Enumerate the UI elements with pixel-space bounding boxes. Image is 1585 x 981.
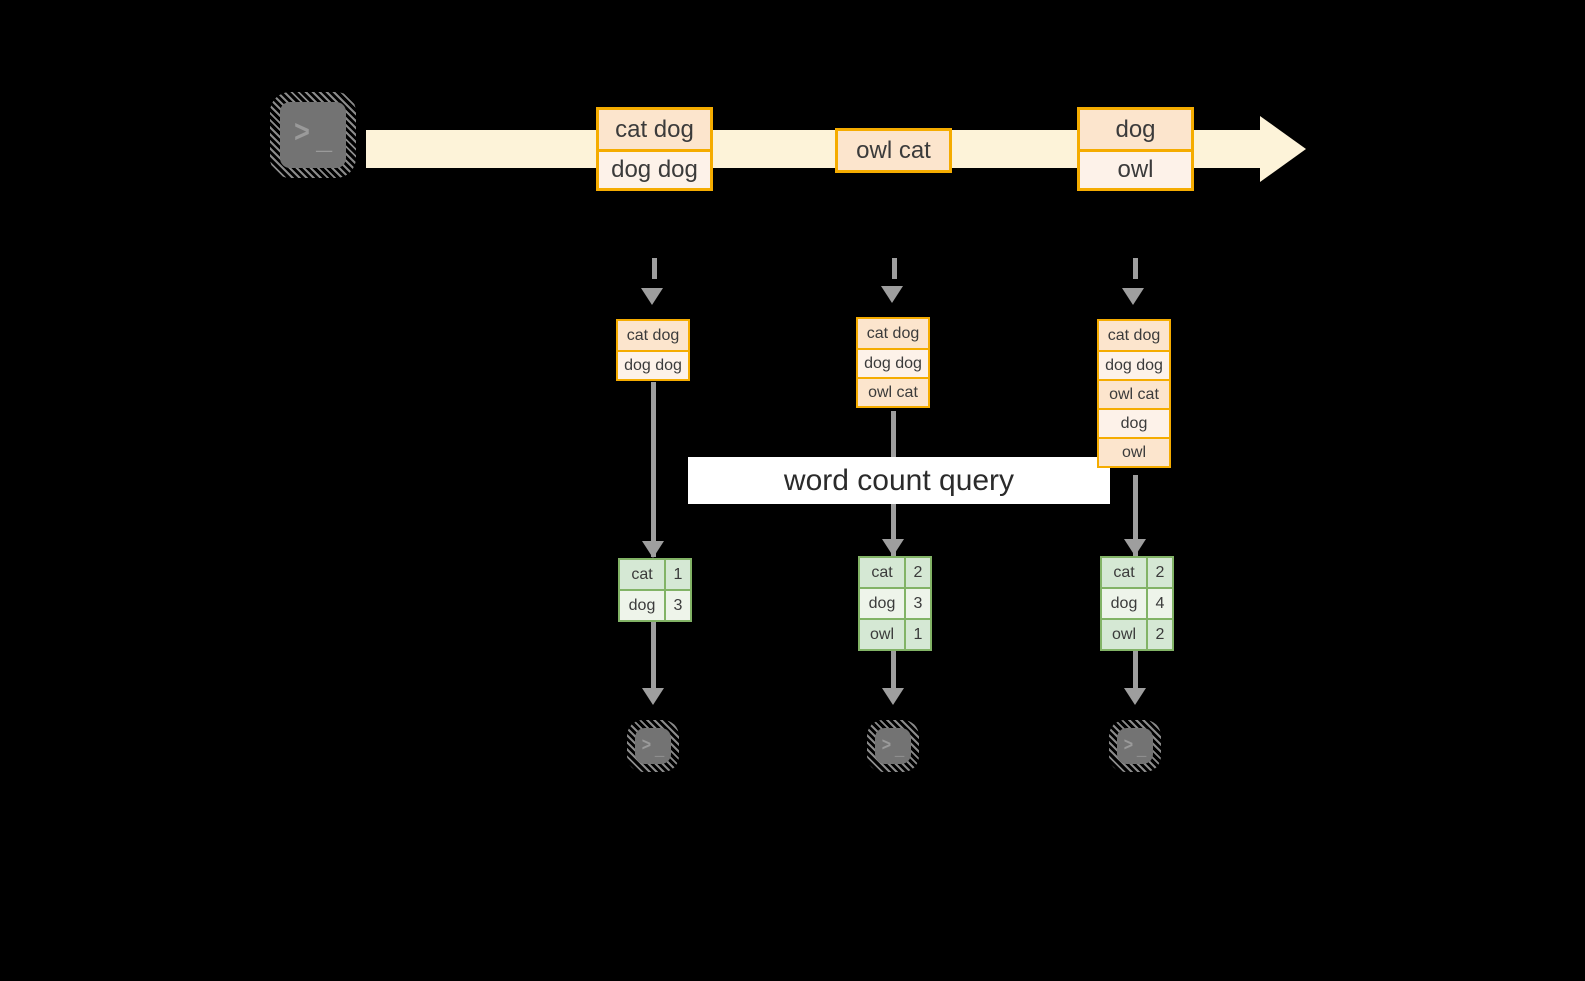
col2-sink-terminal-icon[interactable]: > _ (867, 720, 919, 772)
table-row: cat 2 (1102, 558, 1172, 587)
stream-arrow-head (1260, 116, 1306, 182)
table-row: dog 3 (620, 589, 690, 620)
result-count: 2 (1146, 620, 1172, 649)
col1-sink-arrowhead (642, 688, 664, 705)
accumulated-line: owl (1099, 437, 1169, 466)
table-row: owl 1 (860, 618, 930, 649)
terminal-prompt-glyphs: > _ (635, 728, 671, 764)
result-word: cat (620, 560, 664, 589)
result-count: 1 (904, 620, 930, 649)
terminal-prompt-glyphs: > _ (1117, 728, 1153, 764)
col2-accumulated-table[interactable]: cat dog dog dog owl cat (856, 317, 930, 408)
col1-query-arrowhead (642, 541, 664, 558)
col3-result-table[interactable]: cat 2 dog 4 owl 2 (1100, 556, 1174, 651)
timeline-event-3[interactable]: dog owl (1077, 107, 1194, 191)
terminal-face (280, 102, 346, 168)
accumulated-line: dog dog (618, 350, 688, 379)
col1-query-connector (651, 382, 656, 557)
accumulated-line: cat dog (1099, 321, 1169, 350)
col3-query-arrowhead (1124, 539, 1146, 556)
col1-result-table[interactable]: cat 1 dog 3 (618, 558, 692, 622)
result-word: owl (860, 620, 904, 649)
accumulated-line: dog (1099, 408, 1169, 437)
result-word: cat (1102, 558, 1146, 587)
table-row: dog 3 (860, 587, 930, 618)
col2-query-arrowhead (882, 539, 904, 556)
terminal-face (875, 728, 911, 764)
prompt-chevron-icon: > (881, 735, 892, 757)
result-word: cat (860, 558, 904, 587)
terminal-prompt-glyphs: > _ (280, 102, 346, 168)
accumulated-line: dog dog (1099, 350, 1169, 379)
table-row: cat 1 (620, 560, 690, 589)
col3-query-connector (1133, 475, 1138, 557)
prompt-chevron-icon: > (1123, 735, 1134, 757)
result-count: 2 (1146, 558, 1172, 587)
query-label: word count query (783, 463, 1015, 497)
col2-dashed-connector (892, 258, 897, 292)
col2-dashed-arrowhead (881, 286, 903, 303)
prompt-cursor-icon: _ (315, 128, 333, 159)
message-line: owl cat (838, 131, 949, 170)
prompt-cursor-icon: _ (894, 742, 905, 761)
prompt-chevron-icon: > (641, 735, 652, 757)
terminal-face (1117, 728, 1153, 764)
prompt-cursor-icon: _ (1136, 742, 1147, 761)
result-word: dog (860, 589, 904, 618)
col3-sink-terminal-icon[interactable]: > _ (1109, 720, 1161, 772)
accumulated-line: cat dog (618, 321, 688, 350)
result-word: dog (1102, 589, 1146, 618)
col1-accumulated-table[interactable]: cat dog dog dog (616, 319, 690, 381)
result-count: 3 (904, 589, 930, 618)
message-line: dog dog (599, 149, 710, 188)
col3-dashed-arrowhead (1122, 288, 1144, 305)
message-line: dog (1080, 110, 1191, 149)
col2-result-table[interactable]: cat 2 dog 3 owl 1 (858, 556, 932, 651)
result-count: 1 (664, 560, 690, 589)
result-count: 2 (904, 558, 930, 587)
prompt-cursor-icon: _ (654, 742, 665, 761)
col3-accumulated-table[interactable]: cat dog dog dog owl cat dog owl (1097, 319, 1171, 468)
message-line: owl (1080, 149, 1191, 188)
source-terminal-icon[interactable]: > _ (270, 92, 356, 178)
result-count: 4 (1146, 589, 1172, 618)
result-count: 3 (664, 591, 690, 620)
table-row: owl 2 (1102, 618, 1172, 649)
query-label-banner (688, 457, 1110, 504)
col1-sink-terminal-icon[interactable]: > _ (627, 720, 679, 772)
accumulated-line: owl cat (858, 377, 928, 406)
terminal-prompt-glyphs: > _ (875, 728, 911, 764)
col3-dashed-connector (1133, 258, 1138, 292)
col2-sink-connector (891, 650, 896, 700)
accumulated-line: dog dog (858, 348, 928, 377)
table-row: dog 4 (1102, 587, 1172, 618)
terminal-face (635, 728, 671, 764)
col2-sink-arrowhead (882, 688, 904, 705)
accumulated-line: cat dog (858, 319, 928, 348)
col1-dashed-connector (652, 258, 657, 292)
prompt-chevron-icon: > (293, 117, 311, 152)
accumulated-line: owl cat (1099, 379, 1169, 408)
col3-sink-arrowhead (1124, 688, 1146, 705)
col1-dashed-arrowhead (641, 288, 663, 305)
timeline-event-2[interactable]: owl cat (835, 128, 952, 173)
timeline-event-1[interactable]: cat dog dog dog (596, 107, 713, 191)
col3-sink-connector (1133, 650, 1138, 700)
result-word: owl (1102, 620, 1146, 649)
result-word: dog (620, 591, 664, 620)
table-row: cat 2 (860, 558, 930, 587)
message-line: cat dog (599, 110, 710, 149)
col1-sink-connector (651, 620, 656, 700)
